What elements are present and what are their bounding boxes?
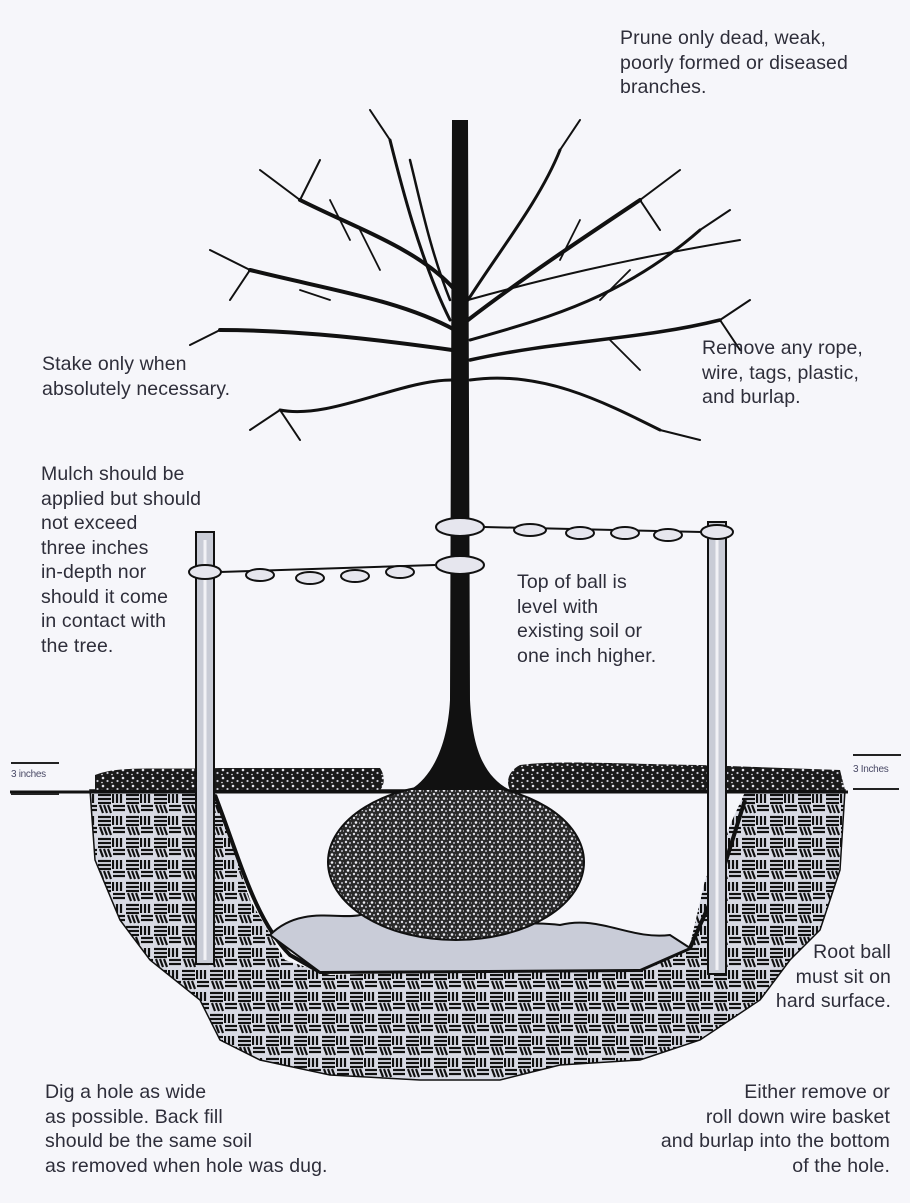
tree-ties bbox=[188, 517, 734, 585]
annotation-top-of-ball: Top of ball is level with existing soil … bbox=[517, 571, 657, 667]
annotation-prune: Prune only dead, weak, poorly formed or … bbox=[620, 27, 848, 98]
tree-branches bbox=[189, 109, 751, 441]
mulch-depth-left-bottom-rule bbox=[11, 793, 59, 795]
annotation-mulch: Mulch should be applied but should not e… bbox=[41, 463, 202, 657]
mulch-depth-right-label: 3 Inches bbox=[853, 764, 889, 775]
annotation-remove-rope: Remove any rope, wire, tags, plastic, an… bbox=[702, 337, 863, 408]
mulch-depth-left-top-rule bbox=[11, 762, 59, 764]
annotation-root-ball: Root ball must sit on hard surface. bbox=[775, 941, 891, 1012]
mulch-depth-right-bottom-rule bbox=[853, 788, 899, 790]
mulch-left bbox=[95, 768, 384, 790]
mulch-right bbox=[508, 762, 845, 790]
stake-right bbox=[707, 521, 727, 975]
annotation-wire-basket: Either remove or roll down wire basket a… bbox=[660, 1081, 890, 1177]
root-ball bbox=[327, 783, 585, 941]
mulch-depth-right-top-rule bbox=[853, 754, 901, 756]
mulch-depth-left-label: 3 inches bbox=[11, 769, 46, 780]
tree-trunk bbox=[410, 120, 510, 790]
annotation-stake: Stake only when absolutely necessary. bbox=[42, 353, 231, 400]
annotation-dig-hole: Dig a hole as wide as possible. Back fil… bbox=[45, 1081, 328, 1177]
stake-left bbox=[195, 531, 215, 965]
